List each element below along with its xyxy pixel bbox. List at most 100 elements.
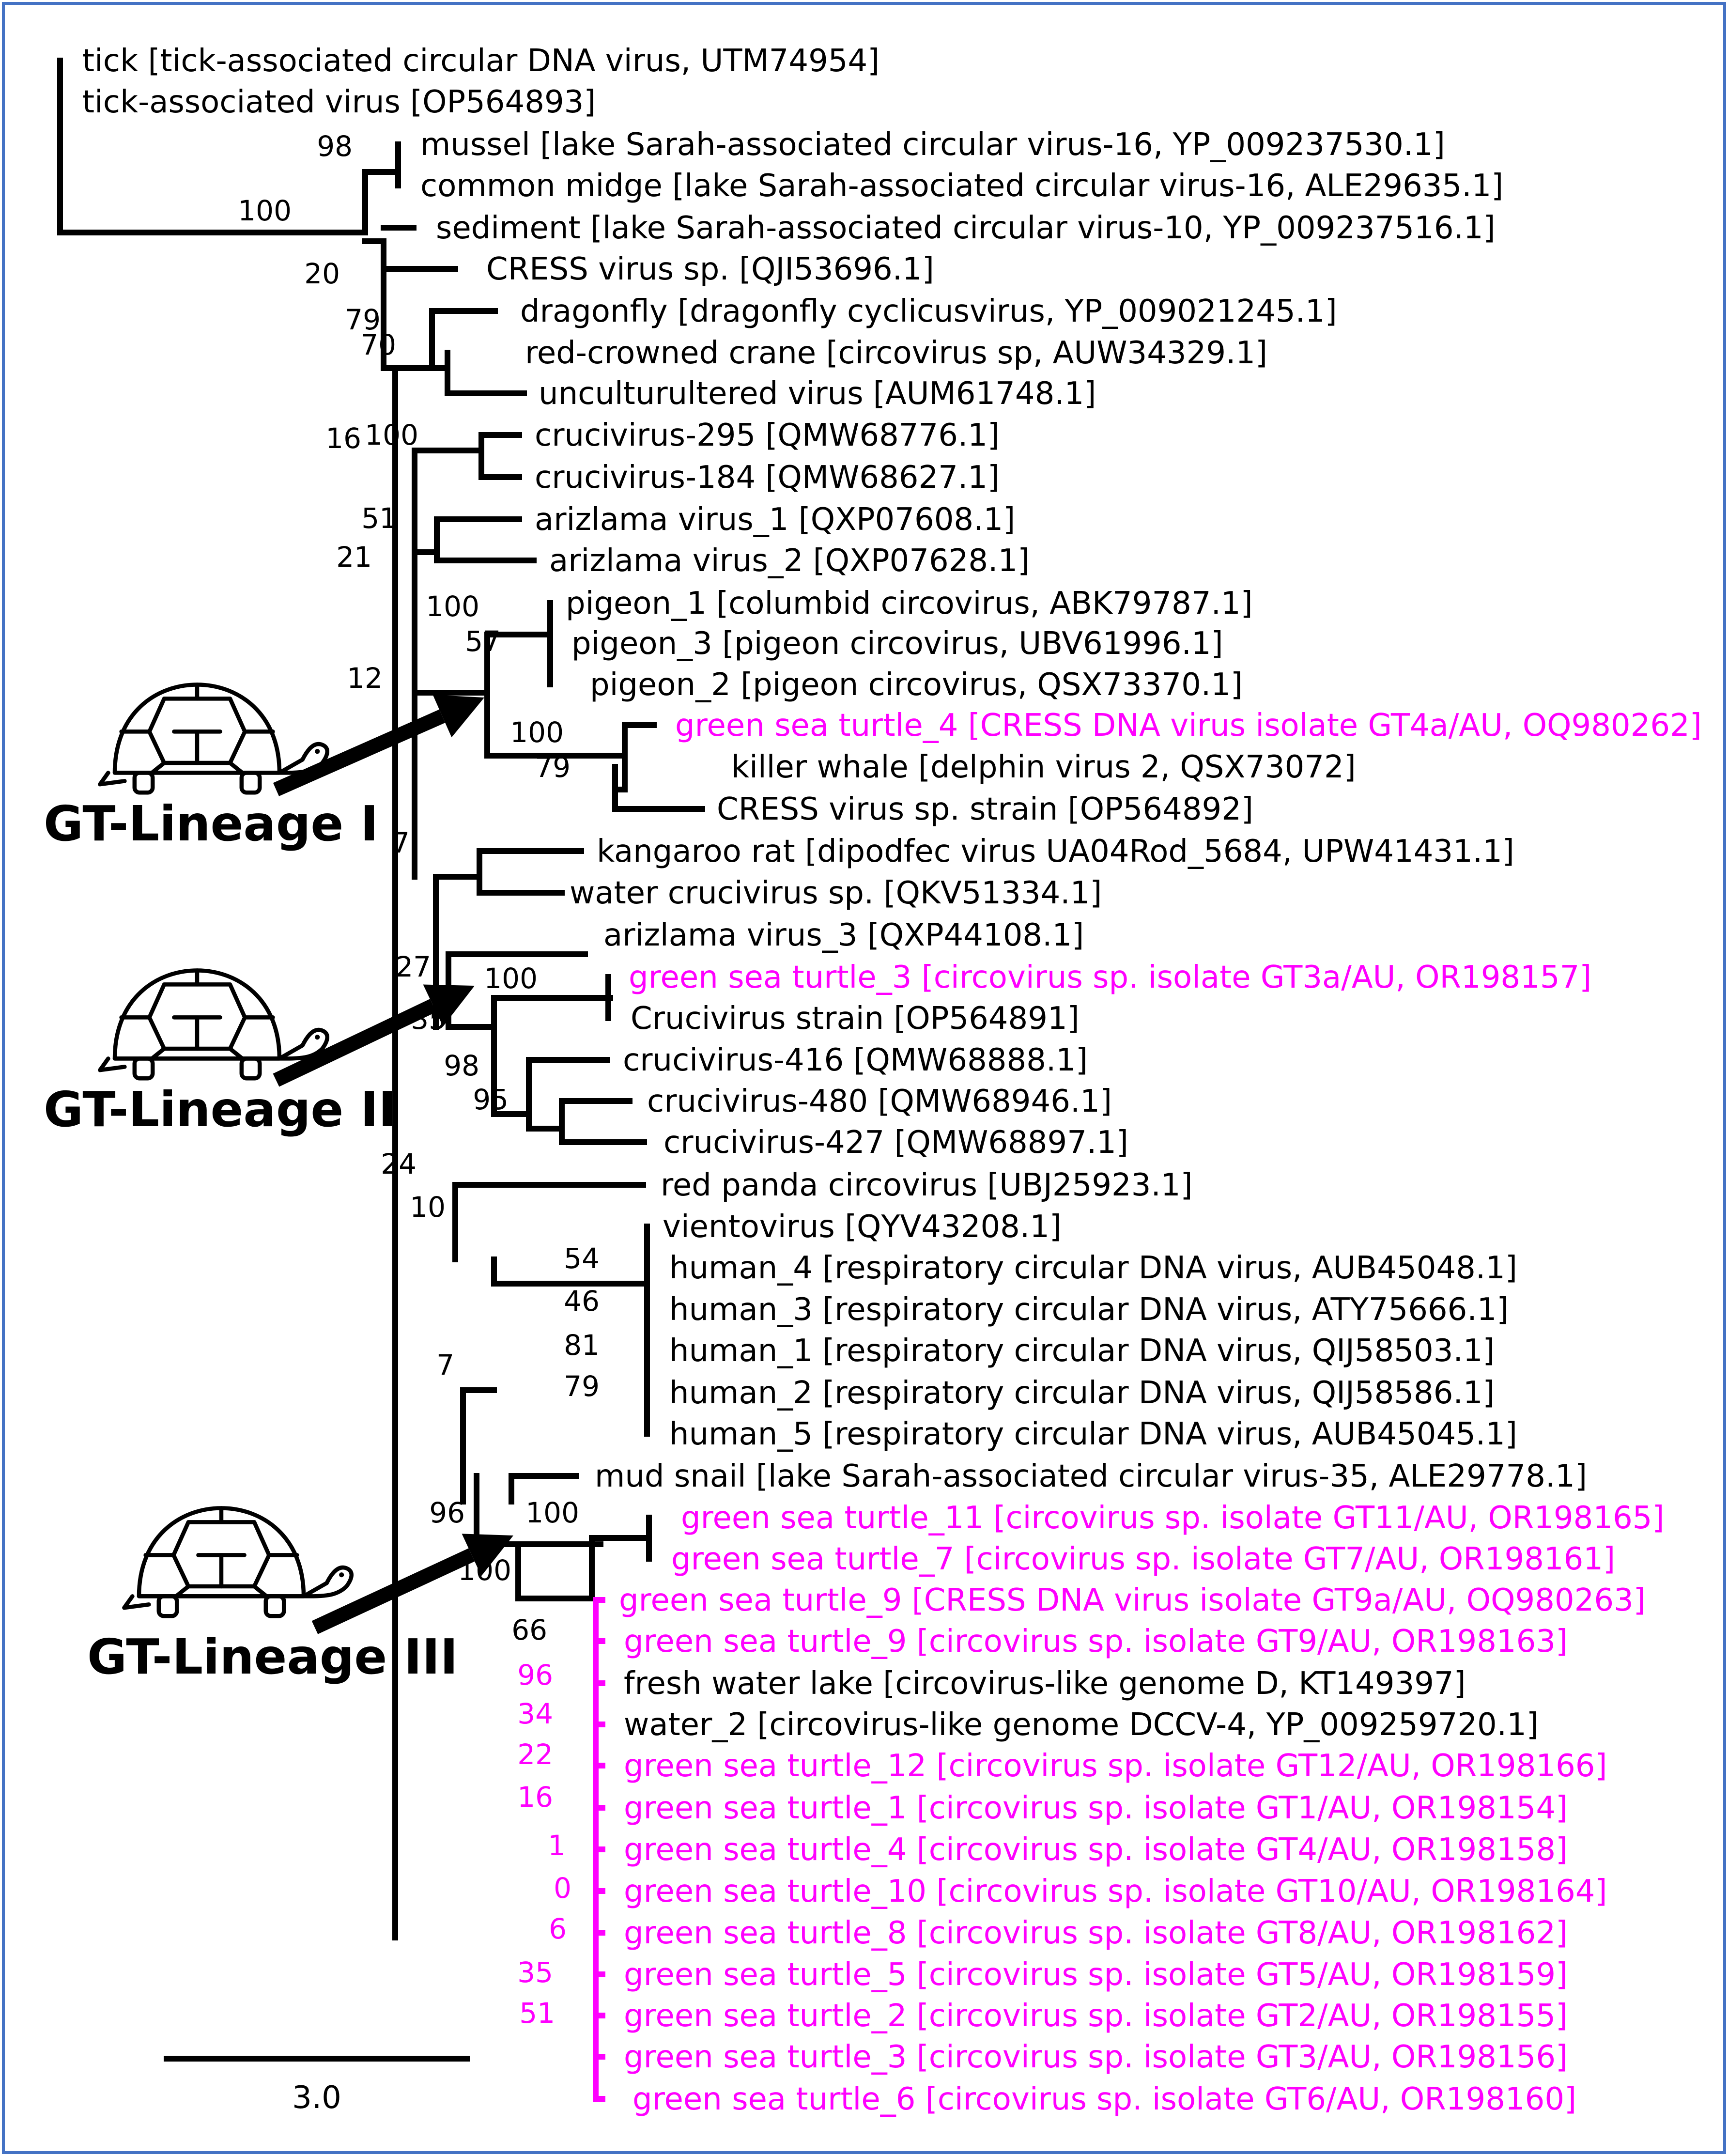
taxon-label: pigeon_2 [pigeon circovirus, QSX73370.1] [590, 667, 1243, 703]
support-value: 7 [392, 826, 410, 859]
taxon-label: fresh water lake [circovirus-like genome… [624, 1666, 1466, 1702]
taxon-label: Crucivirus strain [OP564891] [631, 1001, 1080, 1037]
taxon-label: red panda circovirus [UBJ25923.1] [661, 1167, 1193, 1203]
lineage-arrow-head [432, 695, 484, 738]
highlight-branches [593, 1597, 605, 2102]
support-value: 70 [360, 328, 396, 361]
support-value: 57 [465, 625, 501, 658]
support-value: 96 [429, 1496, 465, 1529]
taxon-label: green sea turtle_9 [circovirus sp. isola… [624, 1624, 1568, 1660]
lineage-label: GT-Lineage I [44, 795, 378, 852]
taxon-label: pigeon_3 [pigeon circovirus, UBV61996.1] [571, 626, 1223, 662]
support-value: 34 [517, 1697, 553, 1730]
taxon-label: green sea turtle_3 [circovirus sp. isola… [624, 2039, 1568, 2075]
taxon-label: tick [tick-associated circular DNA virus… [82, 43, 879, 79]
taxon-label: green sea turtle_6 [circovirus sp. isola… [633, 2081, 1576, 2117]
taxon-label: vientovirus [QYV43208.1] [663, 1209, 1062, 1245]
taxon-label: unculturultered virus [AUM61748.1] [539, 376, 1096, 412]
support-value: 98 [444, 1049, 479, 1082]
support-value: 100 [238, 194, 292, 227]
support-value: 100 [458, 1554, 511, 1587]
support-value: 100 [365, 419, 418, 451]
turtle-eye [315, 1035, 320, 1040]
support-value: 79 [535, 751, 571, 784]
taxon-label: green sea turtle_4 [CRESS DNA virus isol… [675, 708, 1702, 744]
support-value: 95 [473, 1083, 509, 1116]
support-value: 7 [436, 1349, 454, 1381]
taxon-label: pigeon_1 [columbid circovirus, ABK79787.… [566, 586, 1253, 621]
taxon-label: water_2 [circovirus-like genome DCCV-4, … [624, 1707, 1539, 1743]
lineage-arrow-shaft [311, 1548, 475, 1634]
support-value: 100 [510, 716, 564, 749]
taxon-label: dragonfly [dragonfly cyclicusvirus, YP_0… [520, 294, 1337, 329]
taxon-label: green sea turtle_9 [CRESS DNA virus isol… [619, 1582, 1646, 1618]
support-value: 79 [345, 303, 381, 336]
lineage-arrow-head [423, 984, 475, 1027]
taxon-label: green sea turtle_1 [circovirus sp. isola… [624, 1790, 1568, 1826]
lineage-arrow-shaft [273, 999, 436, 1087]
taxon-label: crucivirus-480 [QMW68946.1] [647, 1084, 1112, 1119]
lineage-icons [98, 682, 354, 1618]
taxon-label: killer whale [delphin virus 2, QSX73072] [731, 749, 1356, 785]
turtle-eye [315, 749, 320, 754]
support-value: 100 [525, 1496, 579, 1529]
support-value: 51 [519, 1997, 555, 2030]
taxon-label: crucivirus-184 [QMW68627.1] [535, 460, 1000, 496]
support-value: 81 [564, 1329, 600, 1362]
turtle-icon [98, 682, 329, 795]
turtle-eye [339, 1572, 344, 1578]
support-value: 22 [517, 1738, 553, 1771]
support-value: 96 [517, 1659, 553, 1691]
support-value: 21 [336, 541, 372, 574]
taxon-label: human_5 [respiratory circular DNA virus,… [669, 1416, 1517, 1452]
taxon-label: green sea turtle_12 [circovirus sp. isol… [624, 1748, 1607, 1784]
taxon-label: crucivirus-416 [QMW68888.1] [623, 1042, 1088, 1078]
lineage-arrow-head [462, 1534, 513, 1576]
support-value: 27 [395, 950, 431, 983]
taxon-label: green sea turtle_10 [circovirus sp. isol… [624, 1874, 1607, 1909]
support-value: 79 [564, 1370, 600, 1403]
lineage-label: GT-Lineage III [87, 1629, 458, 1685]
taxon-label: crucivirus-427 [QMW68897.1] [663, 1125, 1128, 1161]
lineage-label: GT-Lineage II [44, 1081, 396, 1138]
support-value: 54 [564, 1242, 600, 1275]
taxon-label: green sea turtle_11 [circovirus sp. isol… [681, 1500, 1664, 1536]
taxon-label: green sea turtle_3 [circovirus sp. isola… [629, 960, 1591, 995]
support-value: 1 [548, 1829, 566, 1862]
scale-bar: 3.0 [164, 2056, 470, 2116]
taxon-label: water crucivirus sp. [QKV51334.1] [570, 875, 1102, 911]
support-value: 100 [426, 590, 479, 623]
taxon-label: green sea turtle_2 [circovirus sp. isola… [624, 1998, 1568, 2034]
taxon-label: kangaroo rat [dipodfec virus UA04Rod_568… [597, 834, 1514, 869]
taxon-label: sediment [lake Sarah-associated circular… [436, 210, 1496, 246]
taxon-label: human_1 [respiratory circular DNA virus,… [669, 1333, 1495, 1369]
taxon-label: green sea turtle_7 [circovirus sp. isola… [671, 1541, 1615, 1577]
taxon-label: common midge [lake Sarah-associated circ… [420, 168, 1503, 204]
support-value: 0 [554, 1872, 571, 1905]
taxon-label: tick-associated virus [OP564893] [82, 84, 596, 120]
support-value: 10 [410, 1191, 446, 1224]
taxon-label: human_4 [respiratory circular DNA virus,… [669, 1250, 1517, 1286]
support-value: 20 [304, 257, 340, 290]
turtle-icon [122, 1506, 354, 1618]
taxon-label: green sea turtle_5 [circovirus sp. isola… [624, 1957, 1568, 1993]
support-value: 46 [564, 1285, 600, 1318]
taxon-label: human_3 [respiratory circular DNA virus,… [669, 1292, 1509, 1328]
taxon-label: arizlama virus_3 [QXP44108.1] [603, 917, 1084, 953]
taxon-label: human_2 [respiratory circular DNA virus,… [669, 1375, 1495, 1411]
lineage-arrow-shaft [273, 709, 446, 796]
taxa-labels: tick [tick-associated circular DNA virus… [82, 43, 1702, 2117]
support-value: 16 [517, 1781, 553, 1814]
support-value: 16 [325, 422, 361, 455]
taxon-label: crucivirus-295 [QMW68776.1] [535, 418, 1000, 453]
taxon-label: green sea turtle_8 [circovirus sp. isola… [624, 1915, 1568, 1951]
taxon-label: CRESS virus sp. [QJI53696.1] [486, 251, 934, 287]
lineage-arrows [273, 695, 513, 1634]
lineage-labels: GT-Lineage I GT-Lineage II GT-Lineage III [44, 795, 458, 1685]
taxon-label: red-crowned crane [circovirus sp, AUW343… [525, 335, 1267, 371]
support-value: 51 [361, 502, 397, 535]
scale-bar-label: 3.0 [292, 2080, 341, 2116]
taxon-label: CRESS virus sp. strain [OP564892] [717, 791, 1253, 827]
